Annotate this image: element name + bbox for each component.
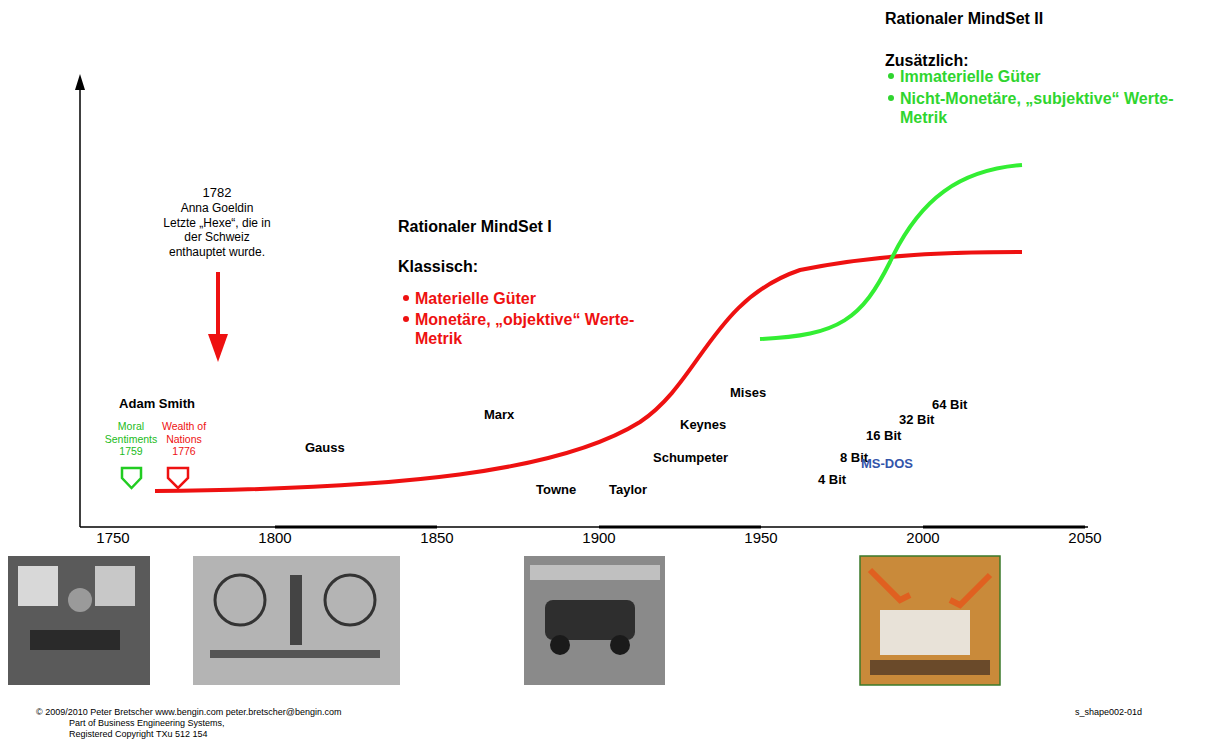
axis-year: 1750 xyxy=(83,529,143,547)
bullet xyxy=(888,73,894,79)
tech-label: 16 Bit xyxy=(866,428,901,444)
axis-year: 2050 xyxy=(1055,529,1115,547)
marker-shield xyxy=(168,468,188,488)
axis-segment xyxy=(275,526,437,529)
book-title: Wealth of Nations 1776 xyxy=(156,420,212,458)
subheading: Klassisch: xyxy=(398,257,478,276)
person-name: Taylor xyxy=(609,482,647,498)
value-axis xyxy=(79,88,81,527)
axis-year: 1950 xyxy=(731,529,791,547)
s-curve-red xyxy=(155,252,1022,491)
copyright: Registered Copyright TXu 512 154 xyxy=(69,729,207,740)
pointer-arrowhead xyxy=(208,334,228,362)
person-name: Gauss xyxy=(305,440,345,456)
time-axis xyxy=(80,526,1088,528)
photo-robots xyxy=(860,556,1000,685)
tech-label: 32 Bit xyxy=(899,412,934,428)
axis-year: 1900 xyxy=(569,529,629,547)
bullet xyxy=(888,95,894,101)
copyright: Part of Business Engineering Systems, xyxy=(69,718,225,729)
bullet xyxy=(403,295,409,301)
axis-arrowhead xyxy=(75,74,85,90)
event-year: 1782 xyxy=(152,185,282,201)
doc-id: s_shape002-01d xyxy=(1075,707,1142,718)
axis-year: 2000 xyxy=(893,529,953,547)
photo-robot-arm xyxy=(950,575,990,605)
event-name: Anna Goeldin xyxy=(152,201,282,215)
heading: Rationaler MindSet II xyxy=(885,9,1043,28)
pointer-arrow xyxy=(216,272,220,338)
photo-wheel xyxy=(550,635,570,655)
photo-detail xyxy=(68,588,92,612)
photo-window xyxy=(95,566,135,606)
photo-workshop xyxy=(8,556,150,685)
person-name: Keynes xyxy=(680,417,726,433)
photo-wheel xyxy=(610,635,630,655)
person-name: Mises xyxy=(730,385,766,401)
photo-car xyxy=(545,600,635,640)
bullet-text: Materielle Güter xyxy=(415,289,536,308)
axis-year: 1800 xyxy=(245,529,305,547)
tech-label: 64 Bit xyxy=(932,397,967,413)
copyright: © 2009/2010 Peter Bretscher www.bengin.c… xyxy=(36,707,341,718)
bullet xyxy=(403,316,409,322)
photo-assembly xyxy=(524,556,665,685)
photo-ground xyxy=(524,556,665,685)
s-curve-green xyxy=(760,165,1022,339)
axis-segment xyxy=(599,526,761,529)
photo-ground xyxy=(8,556,150,685)
heading: Rationaler MindSet I xyxy=(398,217,552,236)
bullet-text: Monetäre, „objektive“ Werte-Metrik xyxy=(415,310,680,348)
photo-ground xyxy=(193,556,400,685)
person-name: Schumpeter xyxy=(653,450,728,466)
subheading: Zusätzlich: xyxy=(885,51,969,70)
marker-shield xyxy=(122,468,141,488)
person-name: Adam Smith xyxy=(107,396,207,412)
photo-wheel xyxy=(215,575,265,625)
tech-label: MS-DOS xyxy=(861,456,913,472)
photo-bench xyxy=(30,630,120,650)
person-name: Towne xyxy=(536,482,576,498)
photo-figure xyxy=(290,575,302,645)
photo-floor xyxy=(870,660,990,675)
photo-window xyxy=(18,566,58,606)
event-note: Letzte „Hexe“, die in der Schweiz enthau… xyxy=(158,216,276,259)
photo-wheel xyxy=(325,575,375,625)
photo-robot-arm xyxy=(870,570,910,600)
axis-year: 1850 xyxy=(407,529,467,547)
person-name: Marx xyxy=(484,407,514,423)
photo-floor xyxy=(210,650,380,658)
axis-segment xyxy=(923,526,1085,529)
photo-ceiling xyxy=(530,565,660,580)
photo-ground xyxy=(860,556,1000,685)
photo-car xyxy=(880,610,970,655)
book-title: Moral Sentiments 1759 xyxy=(103,420,159,458)
tech-label: 4 Bit xyxy=(818,472,846,488)
bullet-text: Nicht-Monetäre, „subjektive“ Werte-Metri… xyxy=(900,89,1175,127)
bullet-text: Immaterielle Güter xyxy=(900,67,1041,86)
photo-factory xyxy=(193,556,400,685)
